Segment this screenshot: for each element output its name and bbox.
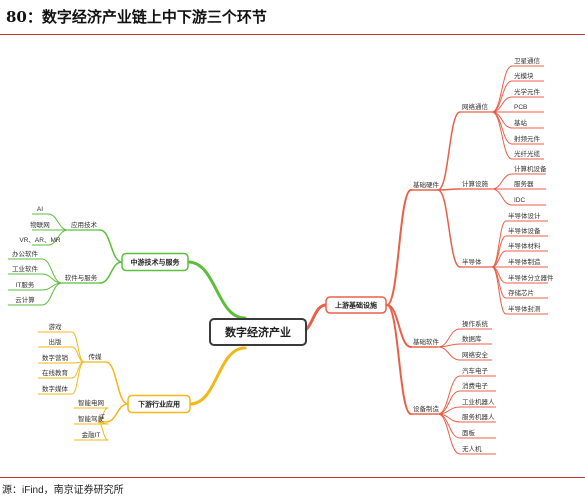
leaf-node: 数字媒体 (42, 384, 69, 393)
downstream-branch-node: 下游行业应用 (138, 400, 180, 409)
mind-map-connectors (8, 65, 548, 455)
undefined (41, 258, 63, 284)
leaf-node: 卫星通信 (514, 56, 541, 65)
leaf-node: AI (37, 206, 43, 213)
leaf-node: 消费电子 (462, 381, 489, 390)
center-node: 数字经济产业 (225, 325, 291, 339)
subgroup-link (437, 188, 461, 191)
leaf-node: 工业机器人 (462, 397, 495, 406)
leaf-node: 汽车电子 (462, 366, 489, 375)
group-link (105, 403, 129, 423)
undefined (437, 413, 461, 455)
upstream-branch-node: 上游基础设施 (335, 301, 377, 310)
leaf-node: VR、AR、MR (19, 237, 60, 244)
leaf-node: 游戏 (49, 322, 63, 331)
leaf-node: 半导体封测 (508, 304, 541, 313)
group-link (386, 304, 412, 415)
midstream-branch-node-box (121, 252, 189, 272)
source-note: 源：iFind，南京证券研究所 (2, 485, 124, 496)
undefined (437, 346, 461, 361)
group-node: 设备制造 (413, 404, 440, 413)
leaf-node: 金融IT (82, 430, 101, 439)
leaf-node: 网络安全 (462, 350, 489, 359)
leaf-node: IDC (514, 197, 526, 204)
leaf-node: 半导体设计 (508, 211, 541, 220)
subgroup-link (437, 189, 461, 268)
leaf-node: 射频元件 (514, 134, 541, 143)
undefined (491, 173, 513, 190)
undefined (491, 266, 507, 315)
undefined (437, 375, 461, 415)
group-node: 基础硬件 (413, 180, 440, 189)
subgroup-node: 计算设施 (462, 179, 489, 188)
leaf-node: 操作系统 (462, 319, 489, 328)
leaf-node: 物联网 (30, 220, 50, 229)
source-divider (0, 477, 585, 478)
group-node: IT (99, 414, 105, 421)
center-node-box (209, 318, 307, 346)
leaf-node: 半导体制造 (508, 257, 541, 266)
leaf-node: 数字营销 (42, 353, 69, 362)
group-node: 软件与服务 (65, 273, 98, 282)
page-title: 80：数字经济产业链上中下游三个环节 (6, 8, 267, 26)
undefined (41, 282, 63, 306)
leaf-node: 工业软件 (12, 264, 39, 273)
leaf-node: 基站 (514, 118, 528, 127)
leaf-node: PCB (514, 104, 527, 111)
leaf-node: 在线教育 (42, 368, 69, 377)
title-divider (0, 34, 585, 35)
leaf-node: 数据库 (462, 334, 482, 343)
leaf-node: 办公软件 (12, 249, 39, 258)
leaf-node: IT服务 (16, 280, 35, 289)
group-link (386, 189, 412, 306)
leaf-node: 服务机器人 (462, 412, 495, 421)
group-node: 应用技术 (71, 220, 98, 229)
group-node: 基础软件 (413, 337, 440, 346)
subgroup-node: 网络通信 (462, 102, 489, 111)
undefined (47, 229, 69, 246)
leaf-node: 智能电网 (78, 398, 104, 407)
downstream-branch-node-box (127, 394, 191, 414)
group-link (99, 261, 123, 284)
leaf-node: 云计算 (15, 295, 35, 304)
leaf-node: 智能驾驶 (78, 414, 105, 423)
leaf-node: 服务器 (514, 179, 534, 188)
leaf-node: 存储芯片 (508, 288, 534, 297)
leaf-node: 半导体设备 (508, 226, 541, 235)
undefined (491, 80, 513, 113)
leaf-node: 计算机设备 (514, 164, 547, 173)
undefined (97, 421, 109, 441)
midstream-branch-link (186, 260, 247, 320)
undefined (491, 111, 513, 145)
undefined (491, 188, 513, 206)
undefined (437, 343, 461, 348)
undefined (47, 213, 69, 231)
group-link (99, 229, 123, 263)
leaf-node: 出版 (49, 337, 63, 346)
undefined (71, 331, 85, 363)
subgroup-link (437, 111, 461, 191)
leaf-node: 面板 (462, 428, 476, 437)
leaf-node: 光学元件 (514, 87, 541, 96)
leaf-node: 半导体分立器件 (508, 273, 554, 282)
group-node: 传媒 (89, 352, 103, 361)
upstream-branch-node-box (325, 296, 387, 314)
group-link (105, 361, 129, 405)
downstream-branch-link (188, 346, 247, 406)
leaf-node: 光模块 (514, 71, 534, 80)
undefined (491, 111, 513, 160)
leaf-node: 光纤光缆 (514, 149, 541, 158)
leaf-node: 无人机 (462, 444, 482, 453)
midstream-branch-node: 中游技术与服务 (131, 258, 181, 267)
leaf-node: 半导体材料 (508, 241, 541, 250)
undefined (71, 361, 85, 395)
subgroup-node: 半导体 (462, 257, 482, 266)
